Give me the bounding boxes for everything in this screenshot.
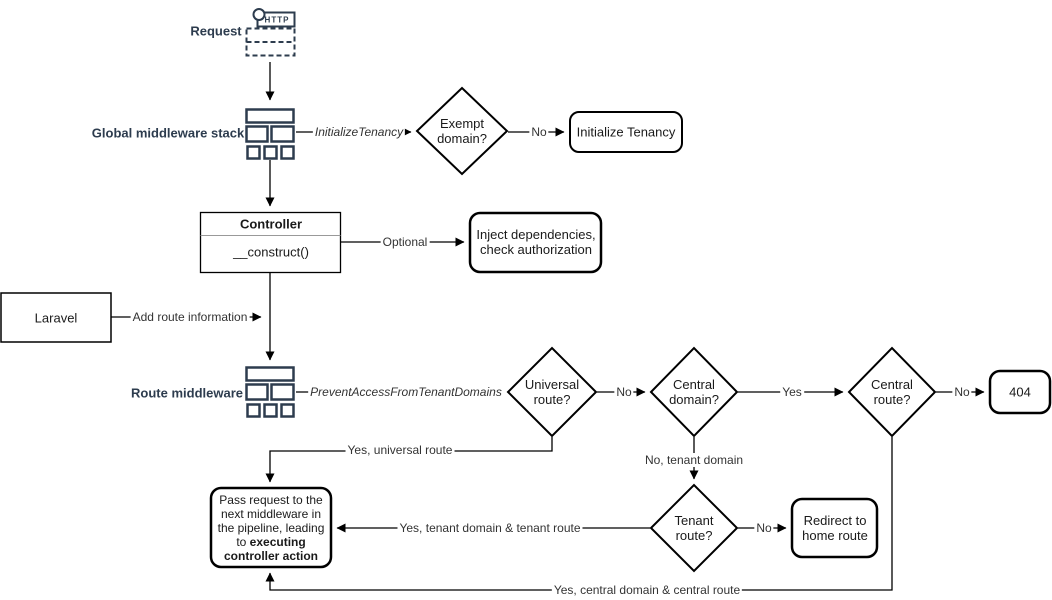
central-domain-label: Central domain?: [669, 377, 719, 407]
controller-method: __construct(): [233, 244, 309, 260]
edge-label-yes-tenant: Yes, tenant domain & tenant route: [397, 521, 583, 535]
request-label: Request: [190, 23, 242, 39]
diamond-layer: [415, 86, 937, 573]
http-request-icon: [245, 8, 296, 57]
controller-title: Controller: [239, 216, 303, 232]
edge-label-no-tenant-domain: No, tenant domain: [642, 453, 746, 467]
edge-label-prevent-access: PreventAccessFromTenantDomains: [308, 385, 504, 399]
inject-dependencies-label: Inject dependencies, check authorization: [476, 227, 596, 257]
exempt-domain-label: Exempt domain?: [437, 116, 487, 146]
pass-request-text: Pass request to the next middleware in t…: [217, 493, 325, 549]
controller-node: [199, 211, 342, 274]
edge-label-add-route: Add route information: [130, 310, 250, 324]
edge-label-central-domain-yes: Yes: [780, 385, 804, 399]
exempt-domain-diamond: [415, 86, 509, 176]
laravel-node: [0, 292, 112, 343]
redirect-home-label: Redirect to home route: [802, 513, 868, 543]
laravel-label: Laravel: [34, 310, 78, 326]
not-found-node: [988, 369, 1052, 415]
edge-label-universal-no: No: [614, 385, 634, 399]
edge-label-yes-universal: Yes, universal route: [345, 443, 455, 457]
edge-label-initialize-tenancy: InitializeTenancy: [312, 125, 406, 139]
pass-request-text-bold: executing controller action: [223, 535, 318, 563]
edge-label-central-route-no: No: [952, 385, 972, 399]
tenant-route-label: Tenant route?: [674, 513, 714, 543]
middleware-stack-icon: [245, 108, 295, 160]
universal-route-label: Universal route?: [524, 377, 580, 407]
edge-label-optional: Optional: [380, 235, 430, 249]
global-middleware-label: Global middleware stack: [91, 125, 245, 141]
pass-request-label: Pass request to the next middleware in t…: [213, 493, 329, 563]
redirect-home-node: [790, 497, 879, 559]
edge-label-tenant-no: No: [754, 521, 774, 535]
rounded-node-layer: [209, 111, 1052, 569]
initialize-tenancy-node: [569, 111, 683, 153]
tenant-route-diamond: [649, 483, 739, 573]
not-found-label: 404: [1009, 384, 1031, 400]
universal-route-diamond: [506, 346, 598, 438]
edge-label-yes-central: Yes, central domain & central route: [551, 583, 743, 597]
route-middleware-label: Route middleware: [131, 385, 243, 401]
route-middleware-stack-icon: [245, 366, 295, 418]
pass-request-node: [209, 486, 333, 569]
central-route-label: Central route?: [871, 377, 913, 407]
inject-dependencies-node: [468, 211, 603, 274]
central-route-diamond: [847, 346, 937, 438]
central-domain-diamond: [649, 346, 739, 438]
initialize-tenancy-label: Initialize Tenancy: [576, 124, 676, 140]
http-badge-label: HTTP: [264, 15, 290, 25]
edge-label-exempt-no: No: [529, 125, 549, 139]
